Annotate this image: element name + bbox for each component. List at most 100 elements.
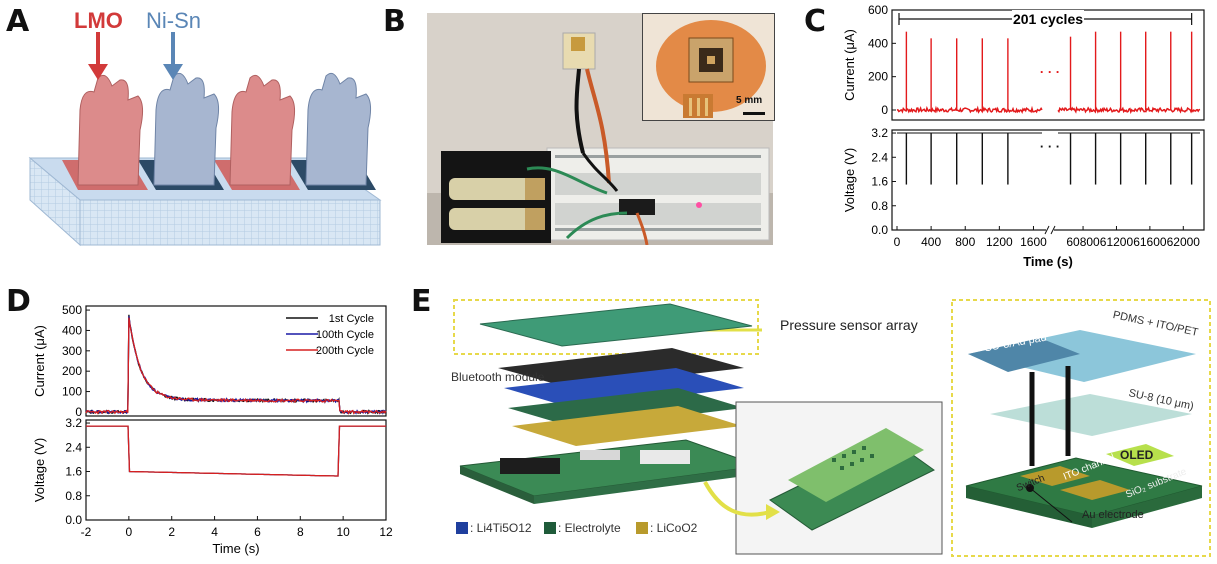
xtick-label: 6: [254, 525, 261, 539]
panel-a-illustration: [28, 32, 382, 247]
legend-swatch-li4ti5o12: [456, 522, 468, 534]
xtick-label: 0: [126, 525, 133, 539]
xtick-label: 12: [379, 525, 393, 539]
voltage-ytick-label: 3.2: [65, 416, 82, 430]
xtick-label: 800: [955, 235, 975, 249]
inset-scalebar-label: 5 mm: [736, 95, 763, 106]
voltage-curve-3: [86, 425, 386, 477]
voltage-axes-frame: [85, 419, 387, 521]
nisn-arrow: [163, 32, 183, 80]
layer-li4ti5o12: [504, 368, 744, 408]
current-ylabel: Current (μA): [32, 325, 47, 397]
legend-swatch-electrolyte: [544, 522, 556, 534]
layer-electrolyte: [508, 388, 744, 428]
axis-break-mark: [1044, 225, 1050, 235]
xtick-label: 61200: [1100, 235, 1134, 249]
voltage-ytick-label: 0.8: [871, 199, 888, 213]
voltage-ylabel: Voltage (V): [32, 438, 47, 502]
xtick-label: 2: [168, 525, 175, 539]
panel-c-chart: 600 400 200 0 3.2 2.4 1.6 0.8 0.0 Current (μA) Vol…: [842, 3, 1205, 269]
current-ytick-label: 400: [62, 323, 82, 337]
label-oled: OLED: [1120, 448, 1154, 462]
current-ytick-label: 100: [62, 385, 82, 399]
xlabel: Time (s): [212, 541, 259, 556]
xtick-label: 61600: [1133, 235, 1167, 249]
voltage-curve-1: [86, 425, 386, 477]
cycles-annotation: 201 cycles: [1013, 11, 1083, 27]
current-ellipsis: · · ·: [1040, 65, 1060, 80]
nisn-structure-2: [305, 72, 372, 186]
su8-layer: [990, 394, 1192, 436]
legend-label-1: 1st Cycle: [329, 313, 374, 325]
xtick-label: 62000: [1167, 235, 1201, 249]
voltage-ellipsis: · · ·: [1040, 139, 1060, 154]
legend-label-2: 100th Cycle: [316, 329, 374, 341]
xtick-label: -2: [81, 525, 92, 539]
voltage-ytick-label: 0.0: [65, 513, 82, 527]
xtick-label: 1200: [986, 235, 1013, 249]
label-bluetooth-module: Bluetooth module: [451, 370, 545, 384]
sensor-array-dashed-box: [453, 299, 759, 355]
voltage-ylabel: Voltage (V): [842, 148, 857, 212]
nisn-structure-1: [153, 72, 220, 186]
voltage-ytick-label: 2.4: [65, 440, 82, 454]
legend-swatch-licoo2: [636, 522, 648, 534]
current-ytick-label: 0: [75, 405, 82, 419]
voltage-ytick-label: 2.4: [871, 150, 888, 164]
panel-letter-e: E: [411, 284, 432, 319]
oled-block: [1106, 444, 1174, 466]
voltage-curve-2: [86, 425, 386, 477]
panel-letter-c: C: [804, 4, 827, 39]
layer-sensor-array: [479, 303, 753, 347]
legend-label-li4ti5o12: : Li4Ti5O12: [470, 521, 532, 535]
panel-b-inset: [642, 13, 775, 121]
voltage-ytick-label: 1.6: [65, 465, 82, 479]
current-ytick-label: 500: [62, 303, 82, 317]
xtick-label: 400: [921, 235, 941, 249]
layer-licoo2: [512, 406, 742, 446]
label-nisn: Ni-Sn: [146, 8, 202, 33]
xtick-label: 4: [211, 525, 218, 539]
xtick-label: 8: [297, 525, 304, 539]
voltage-ytick-label: 3.2: [871, 126, 888, 140]
legend-label-licoo2: : LiCoO2: [650, 521, 698, 535]
label-lmo: LMO: [74, 8, 123, 33]
label-pressure-sensor-array: Pressure sensor array: [780, 317, 918, 333]
layer-black: [498, 348, 744, 388]
current-ytick-label: 300: [62, 344, 82, 358]
xtick-label: 10: [336, 525, 350, 539]
xtick-label: 60800: [1066, 235, 1100, 249]
xtick-label: 1600: [1020, 235, 1047, 249]
lmo-arrow: [88, 32, 108, 80]
panel-e-illustration: [453, 299, 1211, 557]
panel-letter-a: A: [6, 4, 30, 39]
voltage-ytick-label: 0.8: [65, 489, 82, 503]
current-ytick-label: 200: [868, 70, 888, 84]
axis-break-mark: [1050, 225, 1056, 235]
voltage-ytick-label: 0.0: [871, 223, 888, 237]
current-curve-3: [85, 317, 387, 415]
detail-dashed-box: [951, 299, 1211, 557]
legend-label-electrolyte: : Electrolyte: [558, 521, 621, 535]
current-baseline-seg2: [1057, 105, 1201, 115]
current-ytick-label: 0: [881, 103, 888, 117]
current-baseline-seg1: [896, 105, 1043, 114]
legend-label-3: 200th Cycle: [316, 345, 374, 357]
xlabel: Time (s): [1023, 254, 1073, 269]
current-ytick-label: 400: [868, 36, 888, 50]
current-ytick-label: 200: [62, 364, 82, 378]
label-au-electrode: Au electrode: [1082, 509, 1144, 521]
xtick-label: 0: [894, 235, 901, 249]
current-ylabel: Current (μA): [842, 29, 857, 101]
current-ytick-label: 600: [868, 3, 888, 17]
panel-letter-d: D: [6, 284, 31, 319]
panel-letter-b: B: [383, 4, 406, 39]
panel-b-photo: [427, 13, 773, 245]
lmo-structure-2: [229, 74, 296, 186]
ic-chip: [619, 199, 655, 215]
axis-break-gap: [1046, 228, 1054, 234]
current-axes-frame: [85, 305, 387, 417]
cycles-annotation-bg: [1012, 10, 1084, 28]
voltage-ytick-label: 1.6: [871, 175, 888, 189]
